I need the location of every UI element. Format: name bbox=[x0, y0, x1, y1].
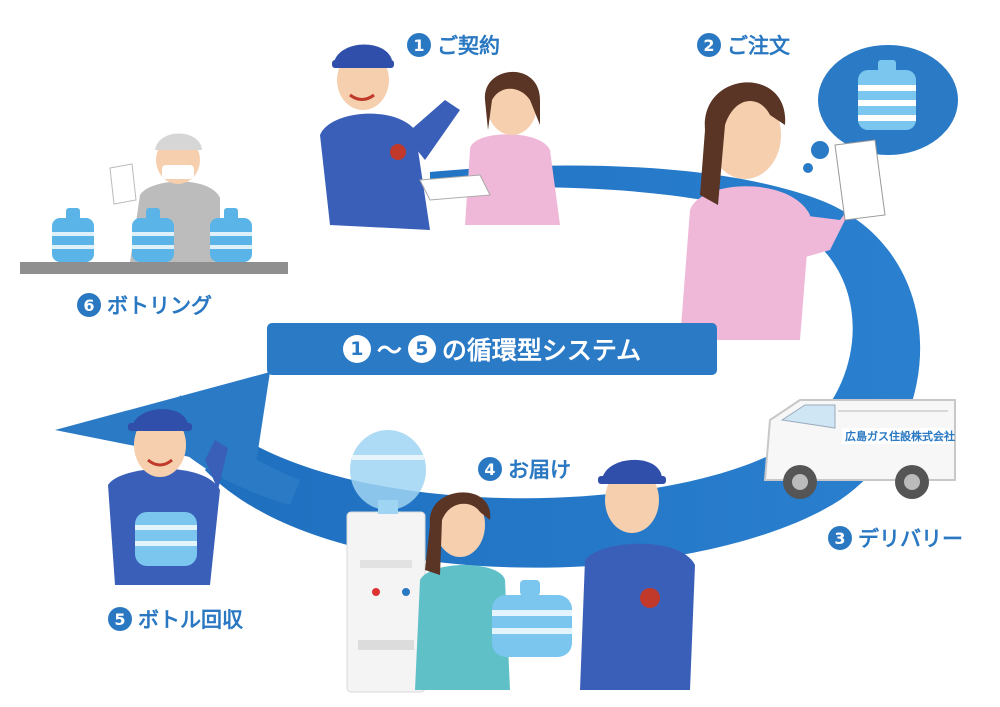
step-2-label: 2 ご注文 bbox=[697, 30, 790, 60]
flow-arrow-shaft bbox=[170, 395, 300, 505]
step-2-text: ご注文 bbox=[727, 34, 790, 58]
title-num-end: 5 bbox=[407, 335, 436, 363]
step-2-number: 2 bbox=[697, 33, 721, 57]
title-text: の循環型システム bbox=[441, 336, 642, 365]
flow-ring bbox=[205, 165, 921, 568]
step-4-number: 4 bbox=[478, 457, 502, 481]
step-4-label: 4 お届け bbox=[478, 454, 571, 484]
step-6-label: 6 ボトリング bbox=[77, 290, 212, 320]
order-scene bbox=[680, 45, 958, 340]
step-6-text: ボトリング bbox=[107, 294, 212, 318]
step-1-number: 1 bbox=[407, 33, 431, 57]
title-tilde: 〜 bbox=[376, 336, 402, 365]
step-4-text: お届け bbox=[508, 458, 571, 482]
step-1-text: ご契約 bbox=[437, 34, 500, 58]
step-1-label: 1 ご契約 bbox=[407, 30, 500, 60]
step-5-label: 5 ボトル回収 bbox=[108, 604, 243, 634]
bottling-scene bbox=[20, 133, 288, 274]
delivery-truck: 広島ガス住設株式会社 bbox=[763, 399, 956, 499]
delivery-scene bbox=[346, 430, 695, 693]
step-3-number: 3 bbox=[828, 526, 852, 550]
step-6-number: 6 bbox=[77, 293, 101, 317]
collection-scene bbox=[108, 409, 228, 585]
contract-scene bbox=[320, 44, 560, 230]
step-5-number: 5 bbox=[108, 607, 132, 631]
step-3-label: 3 デリバリー bbox=[828, 523, 963, 553]
step-5-text: ボトル回収 bbox=[138, 608, 243, 632]
title-num-start: 1 bbox=[342, 335, 371, 363]
truck-company-name: 広島ガス住設株式会社 bbox=[845, 429, 955, 443]
system-title-banner: 1 〜 5 の循環型システム bbox=[267, 323, 717, 375]
step-3-text: デリバリー bbox=[858, 527, 963, 551]
